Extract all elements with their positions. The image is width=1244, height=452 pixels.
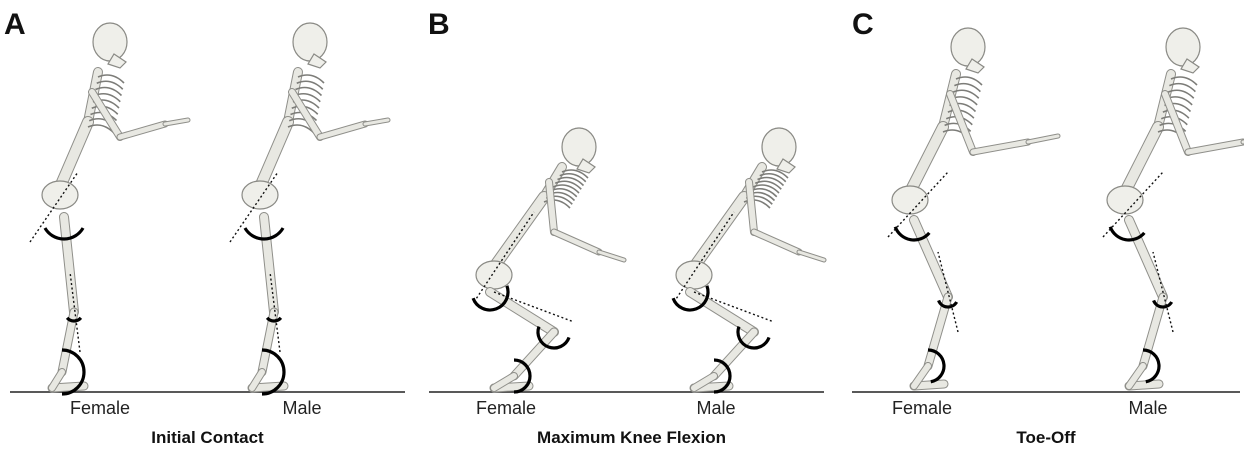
subject-label-female: Female	[40, 398, 160, 419]
pelvis	[476, 261, 512, 289]
hand	[365, 120, 388, 124]
panel-a: A Female Male Initial Contact	[0, 0, 415, 452]
subject-label-male: Male	[656, 398, 776, 419]
skull	[562, 128, 596, 166]
hand	[165, 120, 188, 124]
skeleton-male	[673, 128, 824, 392]
panel-c: C Female Male Toe-Off	[848, 0, 1244, 452]
skeleton-male	[230, 23, 388, 394]
tibia	[714, 332, 754, 376]
forearm	[320, 124, 365, 137]
panel-b-figure	[424, 0, 839, 452]
femur	[690, 292, 754, 332]
skull	[951, 28, 985, 66]
panel-a-figure	[0, 0, 415, 452]
forearm	[1188, 142, 1243, 152]
femur	[490, 292, 554, 332]
forearm	[754, 232, 799, 252]
pelvis	[676, 261, 712, 289]
forearm	[120, 124, 165, 137]
skull	[93, 23, 127, 61]
subject-label-female: Female	[446, 398, 566, 419]
skull	[1166, 28, 1200, 66]
skeleton-female	[888, 28, 1058, 386]
femur	[64, 217, 74, 312]
panel-b: B Female Male Maximum Knee Flexion	[424, 0, 839, 452]
panel-c-figure	[848, 0, 1244, 452]
lumbar-spine	[694, 197, 744, 267]
forearm	[973, 142, 1028, 152]
femur	[1129, 220, 1163, 297]
skull	[293, 23, 327, 61]
tibia	[514, 332, 554, 376]
phase-label: Toe-Off	[848, 428, 1244, 448]
hand	[1028, 136, 1058, 142]
subject-label-male: Male	[1088, 398, 1208, 419]
subject-label-female: Female	[862, 398, 982, 419]
skeleton-female	[473, 128, 624, 392]
lumbar-spine	[1125, 127, 1158, 192]
humerus	[549, 182, 554, 232]
hand	[599, 252, 624, 260]
subject-label-male: Male	[242, 398, 362, 419]
skeleton-female	[30, 23, 188, 394]
lumbar-spine	[910, 127, 943, 192]
femur	[264, 217, 274, 312]
pelvis	[242, 181, 278, 209]
segment-reference-line	[674, 212, 734, 302]
skull	[762, 128, 796, 166]
humerus	[749, 182, 754, 232]
hand	[799, 252, 824, 260]
pelvis	[42, 181, 78, 209]
segment-reference-line	[474, 212, 534, 302]
femur	[914, 220, 948, 297]
phase-label: Initial Contact	[0, 428, 415, 448]
skeleton-male	[1103, 28, 1244, 386]
lumbar-spine	[494, 197, 544, 267]
forearm	[554, 232, 599, 252]
phase-label: Maximum Knee Flexion	[424, 428, 839, 448]
